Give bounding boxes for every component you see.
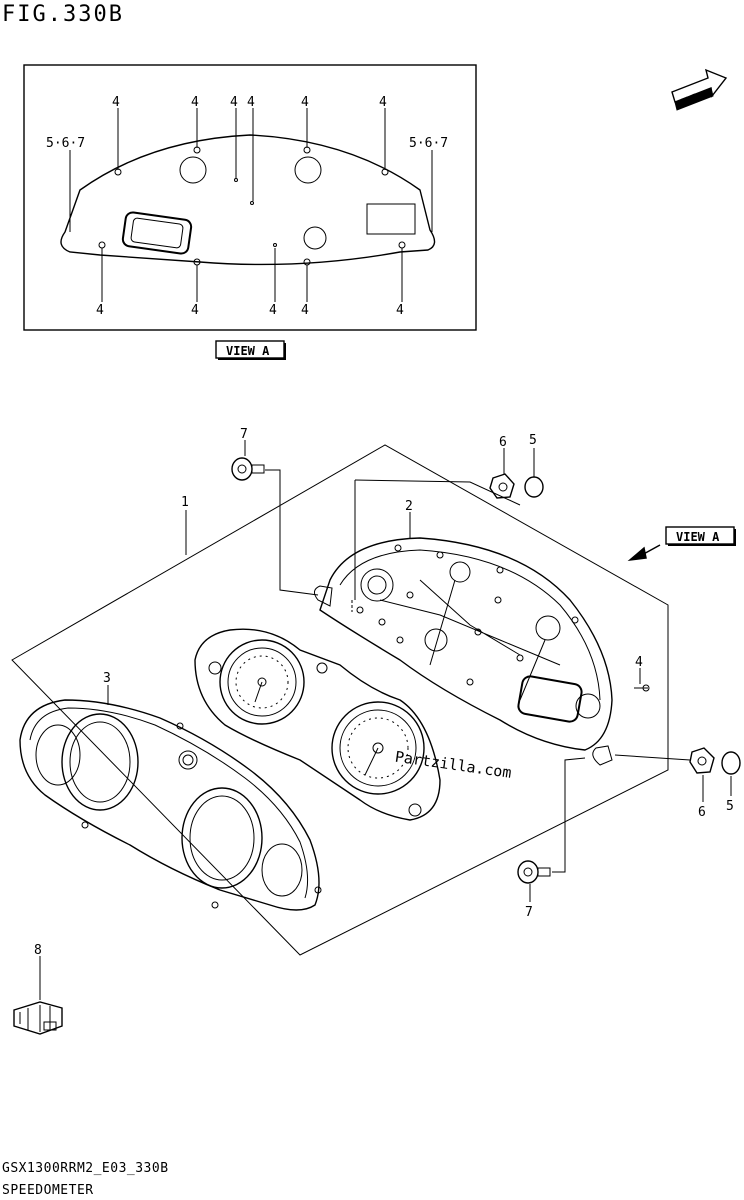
screw-4: [634, 684, 650, 692]
watermark-text: Partzilla.com: [394, 748, 513, 782]
assembly-boundary: [11, 444, 669, 956]
view-a-callout: 4: [191, 303, 199, 318]
callout-6-top: 6: [499, 435, 507, 450]
rear-housing: [314, 537, 613, 766]
callout-7-top: 7: [240, 427, 248, 442]
gauge-assembly: [194, 628, 441, 821]
view-a-callout: 5·6·7: [46, 136, 85, 151]
view-a-panel: 4 4 4 4 4 4 5·6·7 5·6·7 4 4 4 4 4: [23, 64, 477, 331]
view-a-callout: 4: [96, 303, 104, 318]
model-code: GSX1300RRM2_E03_330B: [2, 1161, 169, 1176]
callout-7-bottom: 7: [525, 905, 533, 920]
view-a-callout: 5·6·7: [409, 136, 448, 151]
view-a-callout: 4: [301, 303, 309, 318]
collar-5-right: [721, 751, 741, 775]
front-bezel: [19, 699, 322, 911]
grommet-6-right: [689, 747, 715, 774]
callout-3: 3: [103, 671, 111, 686]
grommet-6-top: [489, 473, 515, 499]
screw-7-bottom: [517, 860, 551, 884]
callout-4: 4: [635, 655, 643, 670]
callout-5-top: 5: [529, 433, 537, 448]
screw-7-top: [231, 457, 265, 481]
figure-title: FIG.330B: [2, 2, 124, 27]
view-a-callout: 4: [269, 303, 277, 318]
callout-5-right: 5: [726, 799, 734, 814]
view-a-callout: 4: [112, 95, 120, 110]
callout-1: 1: [181, 495, 189, 510]
fwd-arrow-icon: FWD: [671, 68, 728, 111]
view-a-tag-text: VIEW A: [676, 530, 720, 544]
callout-2: 2: [405, 499, 413, 514]
collar-5-top: [524, 476, 544, 498]
callout-6-right: 6: [698, 805, 706, 820]
view-a-tag: VIEW A: [627, 526, 736, 562]
view-a-callout: 4: [230, 95, 238, 110]
figure-name: SPEEDOMETER: [2, 1183, 94, 1198]
view-a-caption-text: VIEW A: [226, 344, 270, 358]
callout-8: 8: [34, 943, 42, 958]
view-a-callout: 4: [247, 95, 255, 110]
view-a-callout: 4: [379, 95, 387, 110]
view-a-callout: 4: [301, 95, 309, 110]
connector-8: [13, 1001, 63, 1035]
view-a-caption: VIEW A: [215, 340, 286, 360]
view-a-callout: 4: [191, 95, 199, 110]
view-a-callout: 4: [396, 303, 404, 318]
